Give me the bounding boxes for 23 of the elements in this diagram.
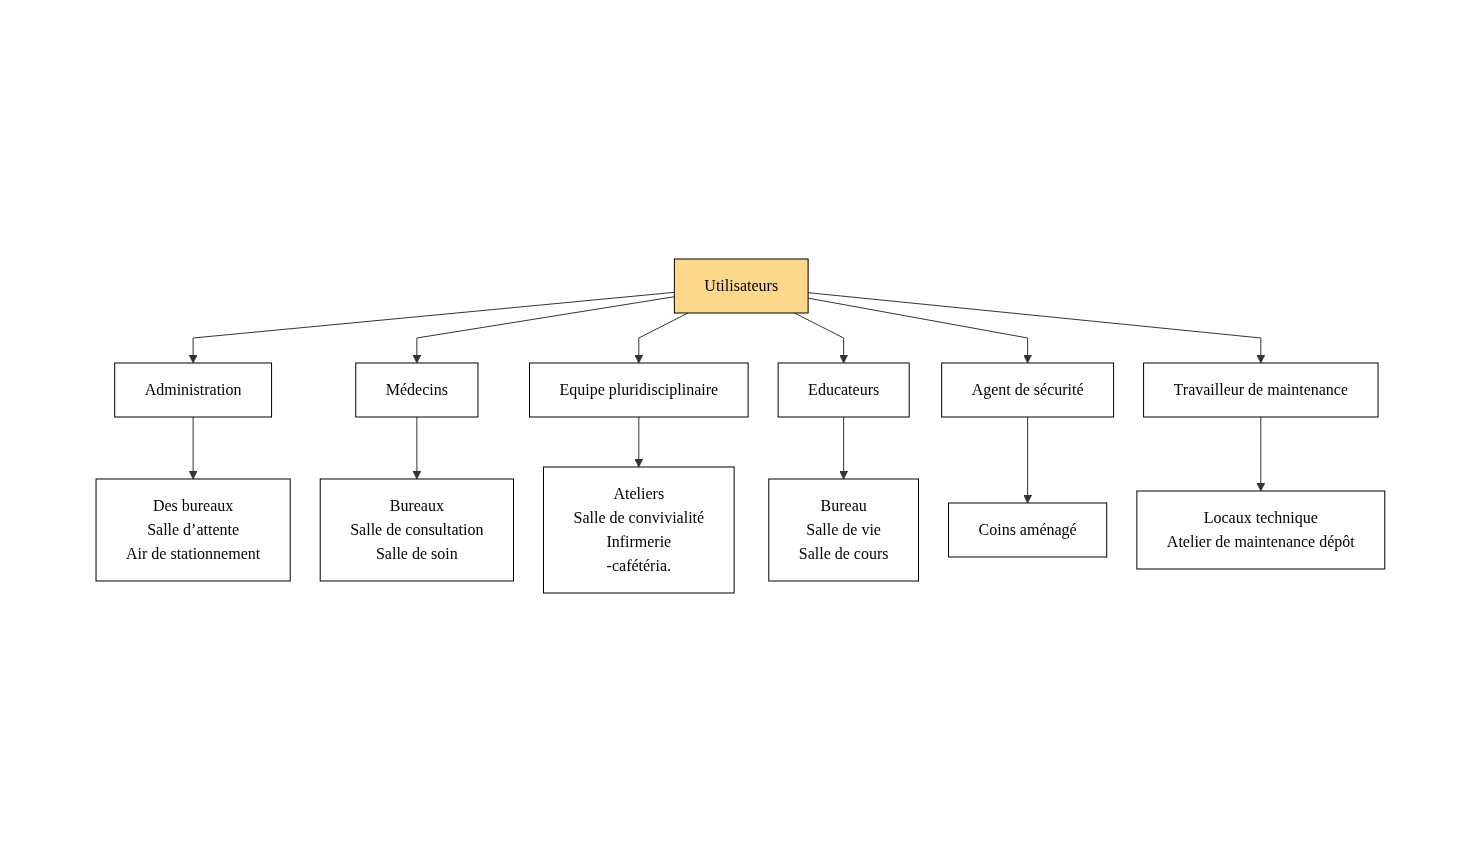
node-box: Travailleur de maintenance [1142,362,1379,418]
node-box: Des bureaux Salle d’attente Air de stationnement [95,478,291,582]
arrow [838,416,848,480]
node-box: Coins aménagé [947,502,1107,558]
node-box: Agent de sécurité [940,362,1114,418]
node-box: Administration [113,362,272,418]
arrow [188,416,198,480]
arrow [807,292,1265,364]
arrow [1022,416,1032,504]
node-box: Locaux technique Atelier de maintenance dépôt [1135,490,1385,570]
arrow [412,296,675,364]
arrow [412,416,421,480]
node-box: Utilisateurs [673,258,809,314]
node-box: Bureau Salle de vie Salle de cours [767,478,919,582]
arrow [188,291,675,364]
node-box: Educateurs [777,362,910,418]
arrow [1256,416,1265,492]
node-box: Equipe pluridisciplinaire [528,362,749,418]
node-box: Bureaux Salle de consultation Salle de soin [319,478,514,582]
node-box: Médecins [354,362,479,418]
arrow [807,297,1032,364]
arrow [634,416,643,468]
node-box: Ateliers Salle de convivialité Infirmerie -cafétéria. [542,466,735,594]
